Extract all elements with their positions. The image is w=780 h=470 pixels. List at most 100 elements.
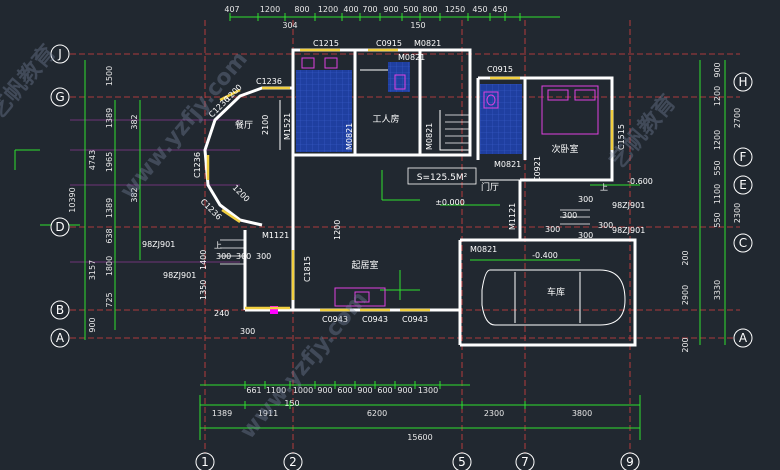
opening-label: M0821 <box>425 123 434 150</box>
annotation: 98ZJ901 <box>612 201 645 210</box>
opening-label: M0821 <box>398 53 425 62</box>
dimension-text: 3330 <box>713 280 722 300</box>
dimension-text: 1250 <box>445 5 465 14</box>
dimension-text: 1000 <box>293 386 313 395</box>
dimension-text: 900 <box>317 386 332 395</box>
annotation: 98ZJ901 <box>612 226 645 235</box>
annotation: 300 <box>236 252 251 261</box>
axis-label: A <box>56 331 65 345</box>
opening-label: C1236 <box>193 152 202 178</box>
axis-label: D <box>55 220 64 234</box>
dimension-text: 900 <box>357 386 372 395</box>
annotation: 1350 <box>199 280 208 300</box>
axis-bubble-right <box>733 233 753 253</box>
dimension-text: 900 <box>383 5 398 14</box>
opening-label: M1121 <box>262 231 289 240</box>
dimension-text: 638 <box>105 228 114 243</box>
axis-label: F <box>740 150 747 164</box>
walls <box>203 48 637 347</box>
annotation: 1400 <box>199 250 208 270</box>
watermark: 艺帆教育 <box>0 40 61 124</box>
opening-label: C0943 <box>362 315 388 324</box>
dimension-text: 600 <box>377 386 392 395</box>
opening-label: C0915 <box>487 65 513 74</box>
dimension-text: 900 <box>397 386 412 395</box>
dimension-text: 550 <box>713 160 722 175</box>
dimension-text: 2300 <box>484 409 504 418</box>
axis-label: G <box>55 90 64 104</box>
opening-label: M0821 <box>470 245 497 254</box>
opening-label: C1515 <box>617 124 626 150</box>
opening-label: C0915 <box>376 39 402 48</box>
opening-label: C1815 <box>303 256 312 282</box>
dimension-text: 382 <box>130 187 139 202</box>
dimension-text: 1200 <box>713 86 722 106</box>
dimension-text: 382 <box>130 114 139 129</box>
axis-bubble-left <box>50 328 70 348</box>
dimension-text: 600 <box>337 386 352 395</box>
opening-label: C1236 <box>256 77 282 86</box>
axis-bubble-left <box>50 87 70 107</box>
room-label-worker-room: 工人房 <box>372 113 399 125</box>
dimension-text: 304 <box>282 21 297 30</box>
annotation: 300 <box>240 327 255 336</box>
annotation: 300 <box>598 221 613 230</box>
annotation: 98ZJ901 <box>142 240 175 249</box>
opening-label: M0821 <box>414 39 441 48</box>
axis-label: J <box>57 47 62 61</box>
dimension-text: 1200 <box>260 5 280 14</box>
garage-car <box>481 269 626 326</box>
room-label-entry-hall: 门厅 <box>481 181 499 193</box>
dimension-text: 1389 <box>212 409 232 418</box>
dimension-text: 1200 <box>318 5 338 14</box>
axis-bubble-right <box>733 147 753 167</box>
opening-label: M1121 <box>508 203 517 230</box>
opening-label: M1521 <box>283 113 292 140</box>
annotation: 上 <box>600 183 608 192</box>
annotation: 240 <box>214 309 229 318</box>
dimension-text: 700 <box>362 5 377 14</box>
area-label: S=125.5M² <box>417 173 468 183</box>
bath-tile-area <box>480 84 522 154</box>
dimension-text: 900 <box>713 62 722 77</box>
axis-bubble-left <box>50 217 70 237</box>
opening-label: M0821 <box>345 123 354 150</box>
annotation: 1200 <box>333 220 342 240</box>
dimension-text: 150 <box>410 21 425 30</box>
dimension-text: 2700 <box>733 108 742 128</box>
level-label: ±0.000 <box>435 198 465 207</box>
axis-bubble-left <box>50 300 70 320</box>
axis-label: H <box>738 75 747 89</box>
level-label: -0.600 <box>627 177 653 186</box>
dimension-text: 450 <box>472 5 487 14</box>
area-box <box>407 167 477 185</box>
dimension-text: 6200 <box>367 409 387 418</box>
dimension-text: 1911 <box>258 409 278 418</box>
dimension-text: 10390 <box>68 187 77 212</box>
opening-label: C0943 <box>402 315 428 324</box>
axis-bubble-right <box>733 72 753 92</box>
dimension-total: 15600 <box>407 433 432 442</box>
axis-bubble-bottom <box>195 452 215 470</box>
axis-bubble-right <box>733 328 753 348</box>
dimension-text: 2300 <box>733 203 742 223</box>
opening-label: C0921 <box>533 156 542 182</box>
annotation: 300 <box>216 252 231 261</box>
axis-label: E <box>739 178 747 192</box>
room-label-dining: 餐厅 <box>235 119 253 131</box>
annotation: 300 <box>562 211 577 220</box>
room-label-living-room: 起居室 <box>351 259 378 271</box>
dimension-text: 450 <box>492 5 507 14</box>
dimension-text: 800 <box>294 5 309 14</box>
dimension-text: 1300 <box>418 386 438 395</box>
dimension-text: 1389 <box>105 198 114 218</box>
dimension-text: 550 <box>713 212 722 227</box>
dimension-text: 1389 <box>105 108 114 128</box>
axis-label: 1 <box>201 455 209 469</box>
dimension-text: 1100 <box>713 184 722 204</box>
dimension-text: 200 <box>681 337 690 352</box>
axis-bubble-bottom <box>515 452 535 470</box>
annotation: 300 <box>545 225 560 234</box>
